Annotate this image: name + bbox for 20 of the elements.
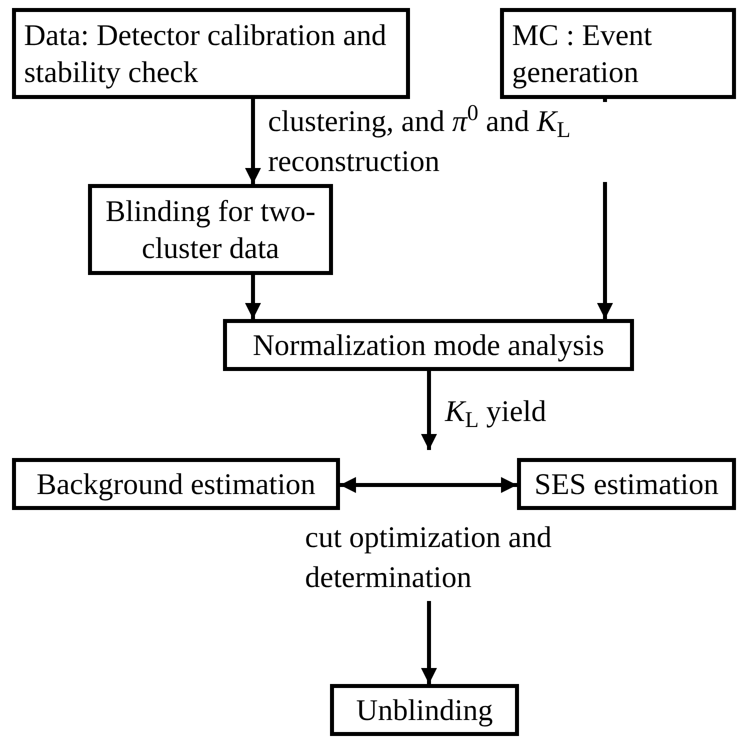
process-box (517, 458, 736, 510)
arrow (245, 99, 261, 184)
box-text: Data: Detector calibration and stability check (24, 18, 388, 90)
box-text: Background estimation (36, 466, 316, 502)
arrow (340, 477, 517, 493)
box-text: Unblinding (356, 692, 493, 728)
box-text: Blinding for two-cluster data (104, 194, 316, 266)
box-text: MC : Event generation (512, 18, 653, 90)
edge-label: clustering, and π$^{0}$ and K$_{L}$ reconstruction (268, 102, 608, 182)
process-box (223, 319, 634, 371)
arrow (421, 601, 437, 684)
process-box (500, 8, 736, 99)
box-text: Normalization mode analysis (252, 328, 604, 364)
process-box (330, 684, 519, 736)
process-box (12, 8, 410, 99)
box-text: SES estimation (534, 466, 719, 502)
arrow (421, 371, 437, 450)
process-box (88, 184, 333, 275)
arrow (245, 275, 261, 319)
process-box (12, 458, 340, 510)
